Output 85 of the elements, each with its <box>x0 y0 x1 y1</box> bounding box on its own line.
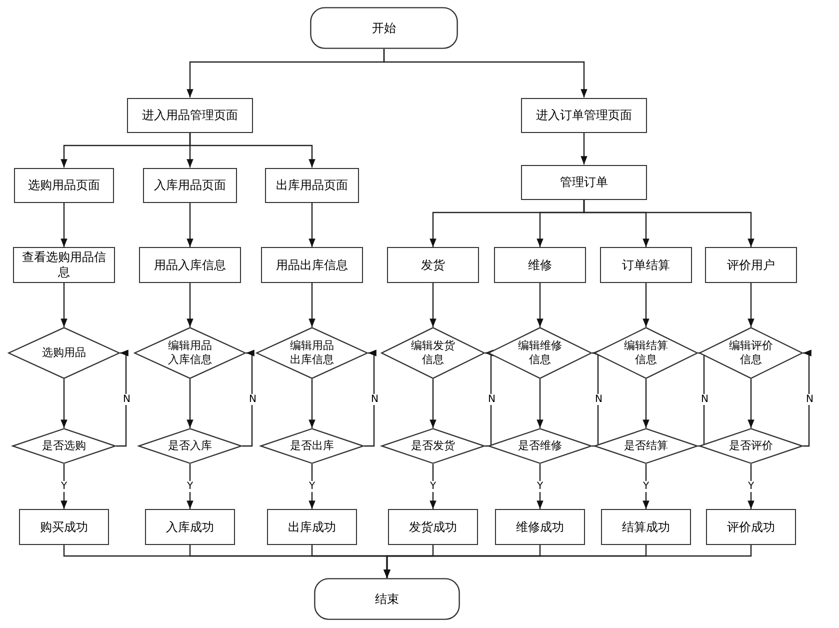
process-box: 订单结算 <box>600 247 692 283</box>
decision-diamond: 编辑用品出库信息 <box>256 327 368 379</box>
process-box: 发货 <box>387 247 479 283</box>
process-box: 发货成功 <box>388 509 478 545</box>
process-box: 维修 <box>494 247 586 283</box>
arrow <box>536 379 544 428</box>
arrow <box>116 350 128 447</box>
arrow <box>364 350 376 447</box>
arrow <box>748 464 754 509</box>
process-box: 选购用品页面 <box>14 168 114 202</box>
arrow <box>536 464 544 509</box>
arrow <box>186 283 194 327</box>
arrow <box>803 350 812 447</box>
arrow <box>242 350 254 447</box>
decision-diamond: 是否入库 <box>138 428 242 464</box>
arrow <box>383 49 588 98</box>
arrow <box>536 283 544 327</box>
arrow <box>642 379 650 428</box>
process-box: 评价成功 <box>706 509 796 545</box>
process-box: 入库成功 <box>145 509 235 545</box>
decision-diamond: 编辑维修信息 <box>488 327 592 379</box>
arrow <box>60 379 68 428</box>
arrow <box>430 379 436 428</box>
process-box: 用品入库信息 <box>139 247 241 283</box>
process-box: 用品出库信息 <box>261 247 363 283</box>
arrow <box>189 132 316 168</box>
decision-diamond: 编辑发货信息 <box>381 327 485 379</box>
process-box: 结算成功 <box>601 509 691 545</box>
decision-diamond: 选购用品 <box>8 327 120 379</box>
arrow <box>642 283 650 327</box>
arrow <box>642 464 650 509</box>
edge-label: Y <box>429 480 438 492</box>
arrow <box>430 464 436 509</box>
decision-diamond: 是否出库 <box>260 428 364 464</box>
arrow <box>308 283 316 327</box>
edge-label: Y <box>747 480 756 492</box>
edge-label: N <box>700 394 710 404</box>
process-box: 购买成功 <box>19 509 109 545</box>
arrow <box>485 350 494 447</box>
arrow <box>60 464 68 509</box>
arrow <box>748 283 754 327</box>
edge-label: N <box>370 394 380 404</box>
edge-label: Y <box>60 480 68 492</box>
arrow <box>186 202 194 247</box>
decision-diamond: 是否选购 <box>12 428 116 464</box>
edge-label: N <box>487 394 496 404</box>
decision-diamond: 编辑用品入库信息 <box>134 327 246 379</box>
arrow <box>60 283 68 327</box>
decision-diamond: 编辑结算信息 <box>594 327 698 379</box>
process-box: 出库用品页面 <box>265 168 359 202</box>
arrow <box>186 464 194 509</box>
arrow <box>384 545 752 578</box>
edge-label: N <box>122 394 132 404</box>
arrow <box>430 283 436 327</box>
arrow <box>592 350 600 447</box>
edge-label: Y <box>536 480 544 492</box>
decision-diamond: 是否评价 <box>699 428 803 464</box>
terminal-box: 结束 <box>314 578 460 620</box>
edge-label: N <box>594 394 604 404</box>
decision-diamond: 是否维修 <box>488 428 592 464</box>
process-box: 进入用品管理页面 <box>127 98 253 132</box>
arrow <box>308 202 316 247</box>
process-box: 评价用户 <box>705 247 797 283</box>
process-box: 管理订单 <box>521 164 647 200</box>
arrow <box>580 132 588 164</box>
arrow <box>60 202 68 247</box>
decision-diamond: 是否结算 <box>594 428 698 464</box>
decision-diamond: 是否发货 <box>381 428 485 464</box>
process-box: 进入订单管理页面 <box>521 98 647 132</box>
arrow <box>308 379 316 428</box>
arrow <box>186 379 194 428</box>
edge-label: N <box>805 394 814 404</box>
edge-label: Y <box>186 480 194 492</box>
process-box: 入库用品页面 <box>143 168 237 202</box>
process-box: 出库成功 <box>267 509 357 545</box>
decision-diamond: 编辑评价信息 <box>699 327 803 379</box>
edge-label: N <box>248 394 258 404</box>
arrow <box>308 464 316 509</box>
process-box: 查看选购用品信息 <box>13 247 115 283</box>
arrow <box>583 200 754 247</box>
edge-label: Y <box>642 480 650 492</box>
terminal-box: 开始 <box>310 7 458 49</box>
process-box: 维修成功 <box>495 509 585 545</box>
edge-label: Y <box>308 480 316 492</box>
arrow <box>748 379 754 428</box>
